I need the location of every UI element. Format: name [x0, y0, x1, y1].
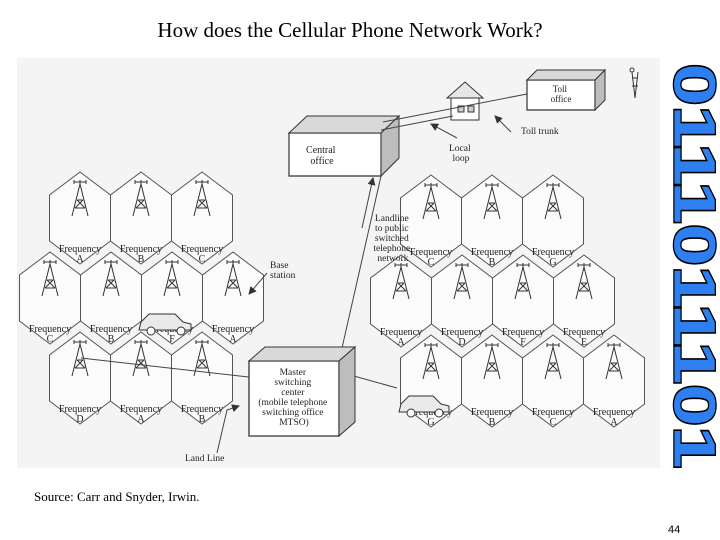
cell-tower-icon [514, 263, 532, 300]
toll-office-label-2: office [551, 94, 572, 104]
hex-cell-left-6 [202, 251, 264, 345]
local-loop-label-2: loop [453, 154, 470, 164]
cell-tower-icon [71, 180, 89, 217]
cell-tower-icon [193, 340, 211, 377]
cell-tower-icon [605, 343, 623, 380]
central-office-label-1: Central [306, 145, 336, 156]
svg-text:Landline to public: Landline to public switched telephone ne… [373, 214, 412, 264]
toll-trunk-label: Toll trunk [521, 127, 559, 137]
landline-label-2: to public [375, 224, 409, 234]
hex-cell-right-6 [553, 254, 615, 348]
hex-cell-right-2 [522, 174, 584, 268]
toll-office-label-1: Toll [553, 84, 568, 94]
binary-text: 0111011101 [662, 64, 718, 469]
microwave-antenna-icon [629, 67, 639, 99]
central-office-label-2: office [310, 156, 334, 167]
toll-trunk-line [382, 93, 528, 123]
cell-tower-icon [422, 183, 440, 220]
mtso-box: Master switching center (mobile telephon… [247, 345, 357, 438]
mtso-label-5: switching office [262, 407, 323, 418]
cell-tower-icon [483, 343, 501, 380]
slide-title: How does the Cellular Phone Network Work… [157, 18, 543, 42]
cell-towers [41, 180, 623, 380]
toll-trunk-pointer [494, 115, 512, 133]
cell-tower-icon [132, 340, 150, 377]
house-icon [445, 81, 485, 121]
svg-text:Local loop: Local loop [449, 144, 473, 164]
toll-office-box: Toll office [525, 68, 607, 112]
hexagon-cells [19, 171, 645, 428]
local-loop-pointer [430, 123, 458, 139]
local-loop-line [380, 115, 454, 131]
cell-tower-icon [41, 260, 59, 297]
hex-cell-left-9 [171, 331, 233, 425]
svg-text:Base station: Base station [270, 261, 296, 281]
cell-tower-icon [102, 260, 120, 297]
car-icon-right [398, 395, 450, 418]
cell-tower-icon [193, 180, 211, 217]
base-station-pointer [248, 272, 268, 295]
landline-label-4: telephone [373, 244, 410, 254]
landline-label-1: Landline [375, 214, 409, 224]
svg-text:Master switching: Master switching center (mobile telephon… [258, 368, 329, 428]
landline-label-3: switched [375, 234, 409, 244]
cell-tower-icon [544, 183, 562, 220]
central-office-box: Central office [287, 114, 401, 178]
car-icon-left [138, 313, 192, 336]
land-line-pointer [216, 404, 240, 454]
svg-text:Toll office: Toll office [551, 84, 572, 104]
landline-pointer [361, 177, 376, 229]
source-citation: Source: Carr and Snyder, Irwin. [34, 489, 200, 504]
cell-tower-icon [71, 340, 89, 377]
land-line-label: Land Line [185, 454, 224, 464]
cell-tower-icon [544, 343, 562, 380]
binary-digits-decoration: 0111011101 [662, 62, 718, 470]
cell-tower-icon [132, 180, 150, 217]
base-station-label-2: station [270, 271, 296, 281]
hex-cell-right-10 [583, 334, 645, 428]
cell-tower-icon [392, 263, 410, 300]
mtso-label-1: Master [280, 368, 307, 378]
cell-tower-icon [483, 183, 501, 220]
cell-tower-icon [422, 343, 440, 380]
landline-label-5: network [377, 254, 408, 264]
cell-tower-icon [224, 260, 242, 297]
cell-tower-icon [453, 263, 471, 300]
cell-tower-icon [163, 260, 181, 297]
local-loop-label-1: Local [449, 144, 471, 154]
landline-to-mtso-line [341, 175, 382, 349]
base-station-label-1: Base [270, 261, 288, 271]
hex-cell-left-2 [171, 171, 233, 265]
cell-tower-icon [575, 263, 593, 300]
svg-text:Central office: Central office [306, 145, 338, 167]
mtso-label-6: MTSO) [279, 417, 309, 428]
mtso-label-2: switching [274, 378, 311, 388]
tower-link-line [80, 357, 258, 379]
page-number: 44 [668, 524, 681, 536]
mtso-label-4: (mobile telephone [258, 397, 327, 408]
mtso-label-3: center [281, 388, 305, 398]
